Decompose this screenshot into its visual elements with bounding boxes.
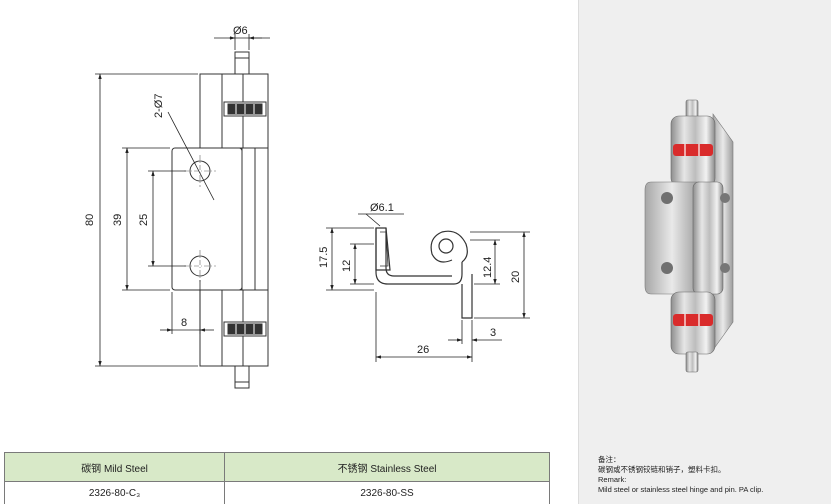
table-header-row: 碳钢 Mild Steel 不锈钢 Stainless Steel <box>3 452 550 482</box>
side-dimensions <box>326 213 530 362</box>
dim-side-height-outer: 17.5 <box>318 247 330 268</box>
dim-hole-callout: 2-Ø7 <box>153 94 165 118</box>
side-dimension-labels: Ø6.1 17.5 12 12.4 20 3 26 <box>318 202 522 356</box>
dim-bend-diameter: Ø6.1 <box>370 202 394 214</box>
dim-side-height-right-outer: 20 <box>510 271 522 283</box>
front-view <box>171 51 269 389</box>
front-dimensions <box>95 34 270 367</box>
dim-side-height-right-inner: 12.4 <box>482 257 494 278</box>
dim-leaf-thickness: 3 <box>490 327 496 339</box>
table-row: 2326-80-C₃ 2326-80-SS <box>3 481 550 504</box>
remark-label-cn: 备注： <box>598 455 621 464</box>
cell-mild-steel-model: 2326-80-C₃ <box>3 481 226 504</box>
cell-stainless-model: 2326-80-SS <box>224 481 550 504</box>
front-dimension-labels: Ø6 2-Ø7 80 39 25 8 <box>84 25 248 329</box>
remark-block: 备注： 碳钢或不锈钢铰链和销子，塑料卡扣。 Remark: Mild steel… <box>598 455 828 495</box>
side-view <box>375 227 473 319</box>
dim-hole-pitch: 25 <box>138 214 150 226</box>
model-table: 碳钢 Mild Steel 不锈钢 Stainless Steel 2326-8… <box>3 452 550 504</box>
header-stainless-steel: 不锈钢 Stainless Steel <box>224 452 550 482</box>
header-mild-steel: 碳钢 Mild Steel <box>3 452 226 482</box>
remark-label-en: Remark: <box>598 475 627 484</box>
dim-side-depth: 26 <box>417 344 429 356</box>
dim-hole-edge-offset: 8 <box>181 317 187 329</box>
remark-text-en: Mild steel or stainless steel hinge and … <box>598 485 764 494</box>
dim-pin-diameter: Ø6 <box>233 25 248 37</box>
dim-hole-span-outer: 39 <box>112 214 124 226</box>
dim-side-height-inner: 12 <box>341 260 353 272</box>
dim-total-height: 80 <box>84 214 96 226</box>
technical-drawing: Ø6 2-Ø7 80 39 25 8 <box>84 25 530 389</box>
remark-text-cn: 碳钢或不锈钢铰链和销子，塑料卡扣。 <box>598 465 726 474</box>
hinge-photo <box>644 99 734 373</box>
product-photo-panel <box>578 0 831 504</box>
